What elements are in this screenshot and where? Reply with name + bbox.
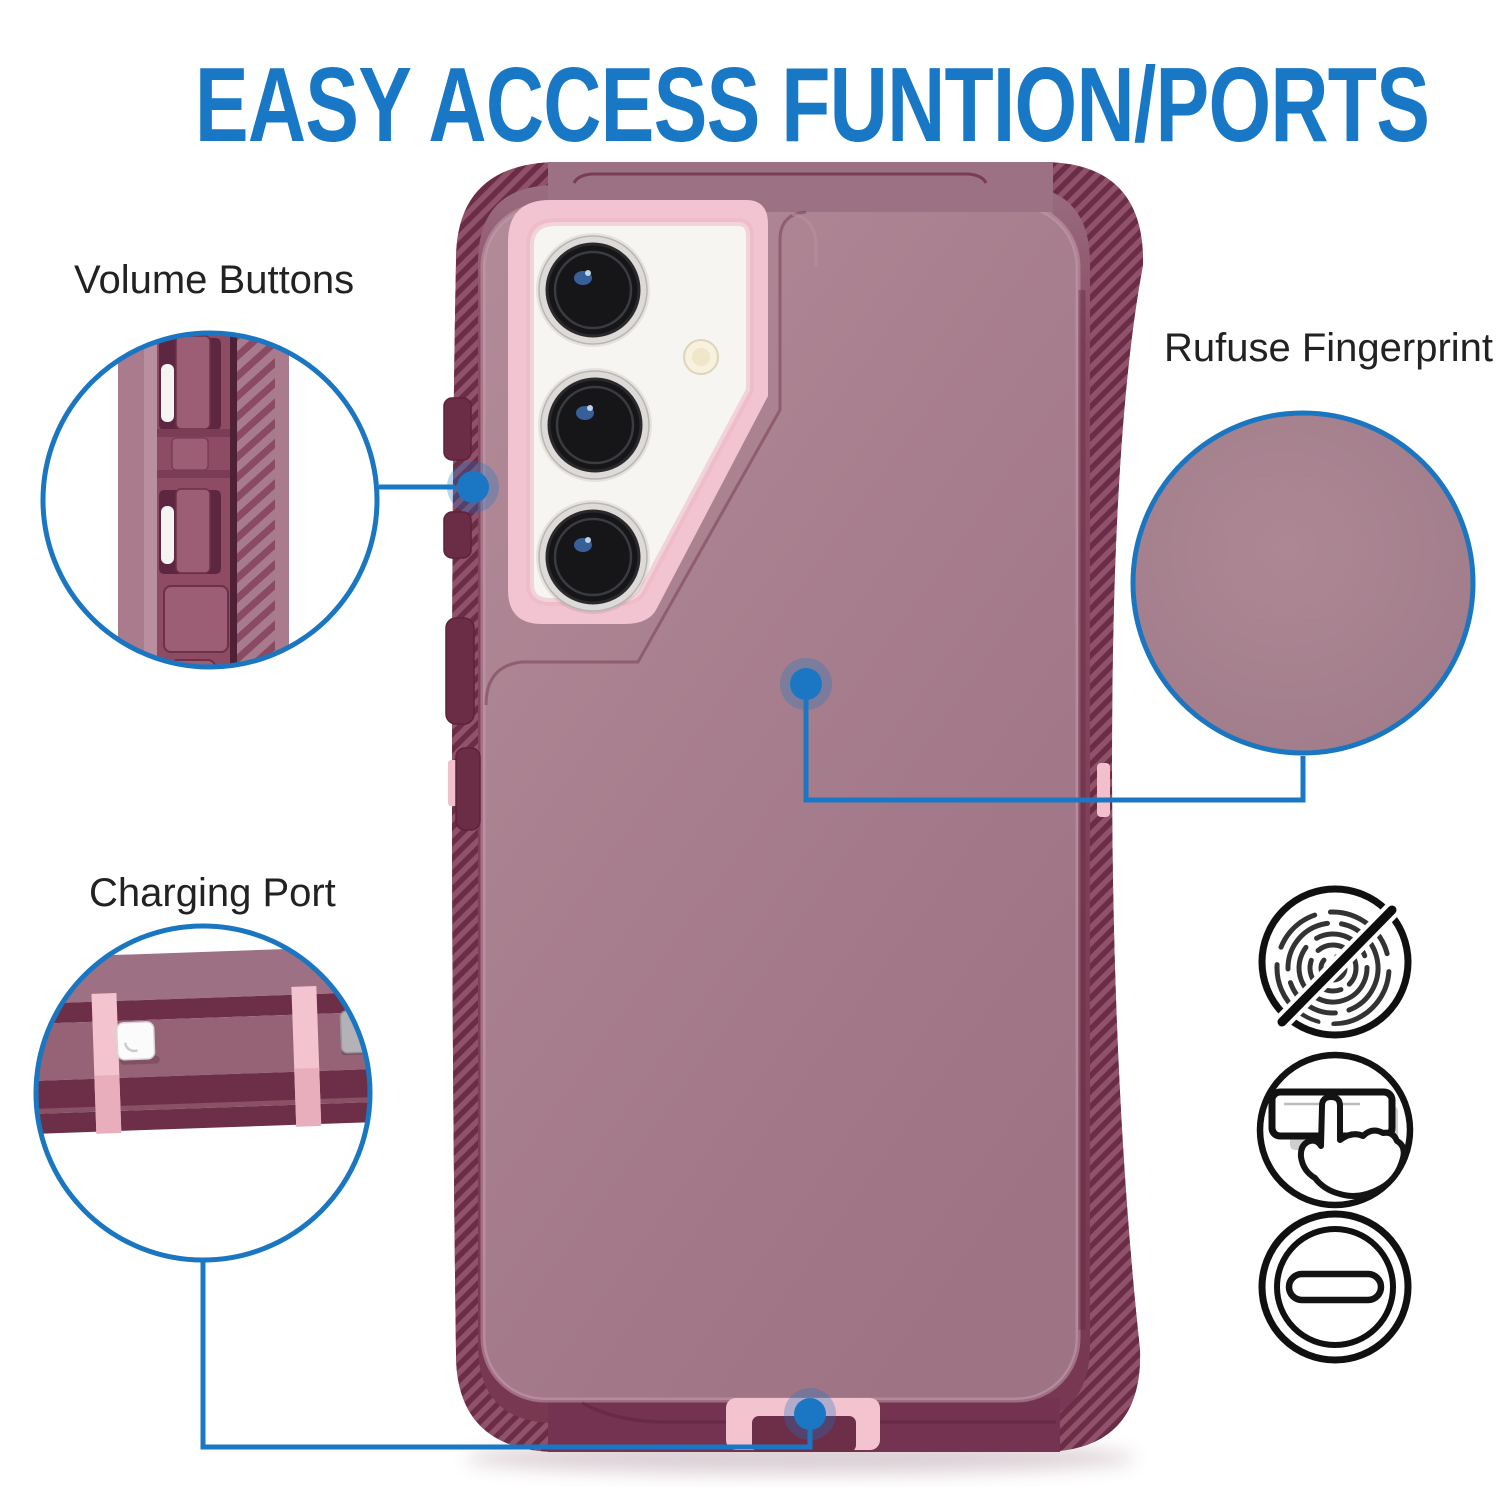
charging-inset <box>30 923 376 1263</box>
charging-inset-ring <box>33 923 373 1263</box>
port-access-icon <box>1258 1210 1412 1364</box>
fingerprint-dot <box>780 658 832 710</box>
camera-lens-2 <box>538 368 652 482</box>
right-edge-pink-layer <box>1097 763 1110 817</box>
fingerprint-inset <box>1130 410 1476 756</box>
page-title: EASY ACCESS FUNTION/PORTS <box>0 52 1500 158</box>
charging-connector-line <box>200 1262 813 1450</box>
volume-inset-content <box>118 333 289 667</box>
camera-lens-1 <box>536 233 650 347</box>
button-press-icon <box>1256 1051 1414 1209</box>
fingerprint-resistant-icon <box>1258 885 1412 1039</box>
camera-flash <box>683 339 719 375</box>
bottom-seam <box>581 1401 1056 1424</box>
charging-inset-content <box>30 945 376 1135</box>
volume-button-bumps <box>443 397 481 831</box>
charging-port-label: Charging Port <box>89 871 336 915</box>
fingerprint-connector-line <box>803 700 1306 803</box>
refuse-fingerprint-label: Rufuse Fingerprint <box>1164 326 1494 370</box>
page-title-text: EASY ACCESS FUNTION/PORTS <box>194 46 1430 164</box>
top-seam <box>572 172 988 184</box>
camera-module <box>508 200 768 624</box>
camera-seam <box>484 210 807 706</box>
callout-connectors <box>200 484 1306 1450</box>
volume-inset <box>40 330 380 670</box>
phone-case <box>443 162 1144 1452</box>
fingerprint-inset-ring <box>1130 410 1476 756</box>
volume-buttons-label: Volume Buttons <box>74 258 355 302</box>
charging-dot <box>784 1388 836 1440</box>
callout-dots <box>447 461 836 1440</box>
volume-dot <box>447 461 499 513</box>
volume-inset-ring <box>40 330 380 670</box>
pressing-hand <box>1297 1094 1407 1199</box>
camera-lens-3 <box>536 500 650 614</box>
